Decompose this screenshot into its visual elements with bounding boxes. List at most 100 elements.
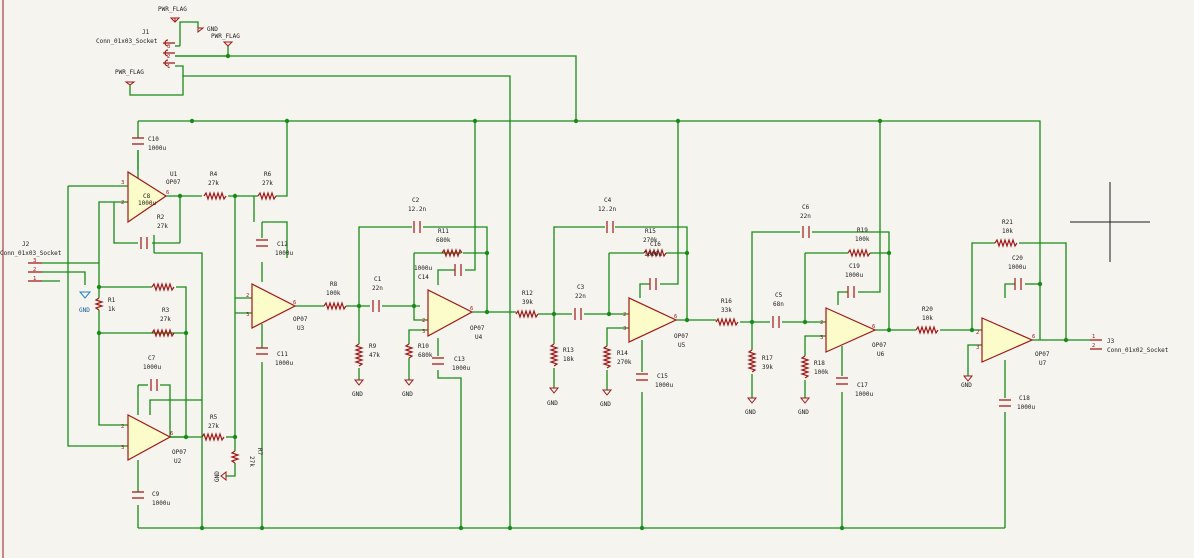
svg-text:3: 3 [33,258,36,264]
svg-text:PWR_FLAG: PWR_FLAG [115,69,144,76]
svg-text:270k: 270k [643,237,658,244]
svg-text:R13: R13 [563,347,574,354]
svg-text:C19: C19 [849,263,860,270]
capacitor-c1: C1 22n [372,276,383,312]
svg-text:6: 6 [470,306,473,312]
svg-text:U5: U5 [678,342,686,349]
svg-text:U1: U1 [170,171,178,178]
svg-text:1000u: 1000u [855,391,873,398]
capacitor-c15: C15 1000u [636,373,673,389]
svg-text:680k: 680k [436,237,451,244]
svg-text:R9: R9 [369,343,377,350]
svg-text:C9: C9 [152,491,160,498]
capacitor-c16: C16 1000u [644,241,662,290]
connector-j2: 3 2 1 J2 Conn_01x03_Socket [0,241,62,282]
svg-text:2: 2 [422,318,425,324]
capacitor-c11: C11 1000u [256,347,293,367]
gnd-symbol: GND [197,26,218,34]
svg-text:C20: C20 [1012,255,1023,262]
svg-text:OP07: OP07 [470,325,485,332]
svg-text:68n: 68n [773,301,784,308]
svg-text:3: 3 [246,312,249,318]
svg-text:C8: C8 [143,193,151,200]
svg-text:6: 6 [293,300,296,306]
svg-text:U6: U6 [877,351,885,358]
svg-text:1000u: 1000u [1008,264,1026,271]
crosshair-cursor [1070,182,1150,262]
svg-text:1: 1 [33,276,36,282]
capacitor-c8: C8 1000u [138,193,156,249]
capacitor-c4: C4 12.2n [598,197,616,233]
svg-text:22n: 22n [800,213,811,220]
svg-text:R15: R15 [645,228,656,235]
opamp-u2: 2 3 6 OP07 U2 [121,414,187,465]
connector-j3: 1 2 J3 Conn_01x02_Socket [1090,334,1169,354]
capacitor-c9: C9 1000u [132,491,170,507]
svg-text:Conn_01x03_Socket: Conn_01x03_Socket [96,38,158,45]
resistor-r13: R13 18k [549,343,574,367]
svg-text:3: 3 [422,329,425,335]
svg-text:2: 2 [976,330,979,336]
svg-text:C10: C10 [148,136,159,143]
gnd-symbol: GND [352,379,365,398]
gnd-symbol: GND [745,397,758,416]
gnd-symbol: GND [798,397,811,416]
resistor-r20: R20 10k [915,306,939,335]
svg-text:R11: R11 [438,228,449,235]
svg-text:270k: 270k [617,359,632,366]
svg-text:J2: J2 [22,241,30,248]
capacitor-c13: C13 1000u [432,356,470,372]
svg-text:2: 2 [33,267,36,273]
svg-text:2: 2 [121,424,124,430]
svg-text:PWR_FLAG: PWR_FLAG [158,6,187,13]
svg-text:R14: R14 [617,350,628,357]
capacitor-c17: C17 1000u [836,377,873,398]
svg-text:2: 2 [167,54,170,60]
svg-text:39k: 39k [522,299,533,306]
svg-text:OP07: OP07 [872,342,887,349]
svg-text:OP07: OP07 [674,333,689,340]
svg-text:18k: 18k [563,356,574,363]
svg-text:R10: R10 [418,343,429,350]
resistor-r6: R6 27k [257,171,277,201]
svg-text:10k: 10k [922,315,933,322]
gnd-symbol: GND [961,375,974,389]
capacitor-c20: C20 1000u [1008,255,1026,290]
resistor-r4: R4 27k [203,171,227,201]
connector-j1: 3 2 1 J1 Conn_01x03_Socket [96,29,175,70]
svg-text:R12: R12 [522,290,533,297]
svg-text:27k: 27k [208,180,219,187]
svg-text:6: 6 [872,324,875,330]
resistor-r2: R2 27k [151,214,175,292]
resistor-r7: 27k R7 [230,448,263,467]
svg-text:R2: R2 [157,214,165,221]
svg-text:3: 3 [121,180,124,186]
capacitor-c6: C6 22n [800,204,811,238]
resistor-r17: R17 39k [747,349,773,373]
resistor-r3: R3 27k [151,307,175,338]
svg-text:C13: C13 [454,356,465,363]
svg-text:C6: C6 [802,204,810,211]
svg-text:C17: C17 [857,382,868,389]
gnd-symbol: GND [402,379,415,398]
svg-text:6: 6 [166,190,169,196]
resistor-r5: R5 27k [201,414,225,442]
capacitor-c10: C10 1000u [132,136,166,152]
opamp-u7: 2 3 6 OP07 U7 [976,317,1050,367]
svg-text:C18: C18 [1019,395,1030,402]
svg-text:R6: R6 [264,171,272,178]
svg-text:GND: GND [207,26,218,33]
svg-text:6: 6 [1032,334,1035,340]
svg-text:39k: 39k [762,364,773,371]
svg-text:100k: 100k [855,236,870,243]
svg-text:1: 1 [1092,334,1095,340]
svg-text:C4: C4 [604,197,612,204]
pwr-flag-symbol: PWR_FLAG [115,69,144,86]
svg-text:2: 2 [623,312,626,318]
svg-text:GND: GND [79,307,90,314]
gnd-symbol: GND [214,471,227,482]
svg-text:2: 2 [820,320,823,326]
junction-dots [96,53,1069,531]
svg-text:22n: 22n [372,285,383,292]
